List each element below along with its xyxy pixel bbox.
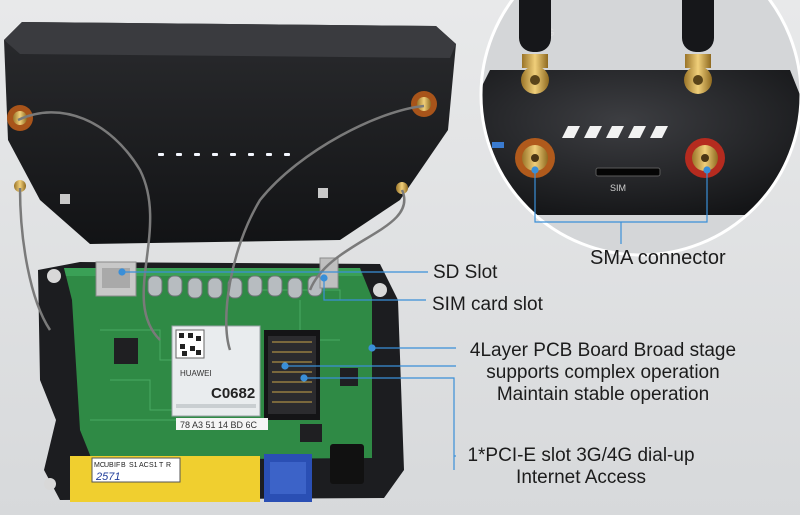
- callout-line-3: Maintain stable operation: [496, 384, 710, 405]
- callout-line-2: Internet Access: [516, 467, 646, 488]
- dip-label: S1: [149, 462, 158, 469]
- callout-text: SD Slot: [433, 262, 498, 283]
- dip-label: IF: [114, 462, 120, 469]
- callout-pcb-board: 4Layer PCB Board Broad stage supports co…: [461, 340, 745, 406]
- module-id: C0682: [211, 385, 255, 402]
- callout-pcie-slot: 1*PCI-E slot 3G/4G dial-up Internet Acce…: [458, 445, 704, 489]
- callout-text: SMA connector: [590, 247, 726, 269]
- module-brand: HUAWEI: [180, 369, 212, 378]
- callout-sd-slot: SD Slot: [433, 262, 497, 284]
- callout-text: SIM card slot: [432, 294, 543, 315]
- callout-line-1: 1*PCI-E slot 3G/4G dial-up: [467, 445, 695, 466]
- inset-closeup: SIM 4G: [479, 0, 800, 257]
- mac-label: 78 A3 51 14 BD 6C: [180, 420, 258, 430]
- dip-label: S1: [129, 462, 138, 469]
- callout-lines: [118, 166, 711, 470]
- callout-line-2: supports complex operation: [486, 362, 720, 383]
- callout-sma-connector: SMA connector: [590, 247, 726, 269]
- dip-label: R: [166, 462, 171, 469]
- dip-label: AC: [139, 462, 149, 469]
- dip-label: UB: [104, 462, 114, 469]
- case-lid: [4, 22, 456, 244]
- antenna-cables: [17, 104, 425, 351]
- dip-label: T: [159, 462, 164, 469]
- inset-slot-label: SIM: [610, 183, 626, 193]
- dip-label: MC: [94, 462, 105, 469]
- callout-line-1: 4Layer PCB Board Broad stage: [469, 340, 737, 361]
- dip-label: B: [121, 462, 126, 469]
- handwriting: 2571: [95, 471, 120, 483]
- callout-sim-slot: SIM card slot: [432, 294, 543, 316]
